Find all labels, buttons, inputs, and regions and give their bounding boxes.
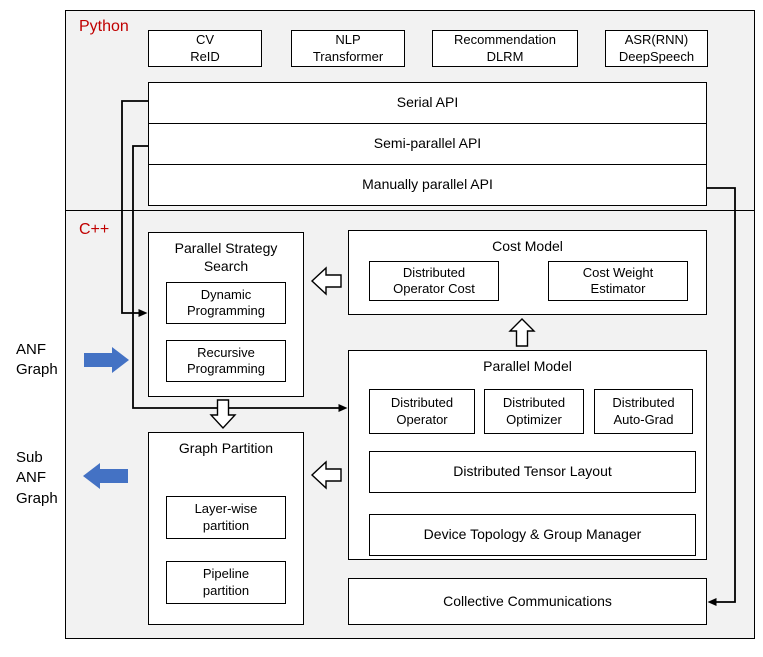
cpp-section-label: C++ xyxy=(79,221,110,238)
parallel-model-panel: Parallel Model Distributed Operator Dist… xyxy=(348,350,707,560)
sub-anf-graph-label: Sub ANF Graph xyxy=(16,449,58,507)
distributed-tensor-layout-bar: Distributed Tensor Layout xyxy=(369,451,696,493)
device-topology-group-manager-bar: Device Topology & Group Manager xyxy=(369,514,696,556)
cost-weight-estimator-box: Cost Weight Estimator xyxy=(548,261,688,301)
dynamic-programming-box: Dynamic Programming xyxy=(166,282,286,324)
graph-partition-title: Graph Partition xyxy=(178,440,274,456)
distributed-optimizer-box: Distributed Optimizer xyxy=(484,389,584,434)
cost-model-title: Cost Model xyxy=(492,238,563,254)
parallel-model-title: Parallel Model xyxy=(483,358,572,374)
app-box-asr-deepspeech: ASR(RNN) DeepSpeech xyxy=(605,30,708,67)
parallel-strategy-search-title: Parallel Strategy Search xyxy=(174,240,278,274)
manually-parallel-api-bar: Manually parallel API xyxy=(148,164,707,206)
app-box-cv-reid: CV ReID xyxy=(148,30,262,67)
parallel-strategy-search-panel: Parallel Strategy Search Dynamic Program… xyxy=(148,232,304,397)
distributed-operator-box: Distributed Operator xyxy=(369,389,475,434)
app-box-nlp-transformer: NLP Transformer xyxy=(291,30,405,67)
cost-model-panel: Cost Model Distributed Operator Cost Cos… xyxy=(348,230,707,315)
distributed-auto-grad-box: Distributed Auto-Grad xyxy=(594,389,693,434)
anf-graph-label: ANF Graph xyxy=(16,341,58,379)
distributed-operator-cost-box: Distributed Operator Cost xyxy=(369,261,499,301)
serial-api-bar: Serial API xyxy=(148,82,707,124)
collective-communications-bar: Collective Communications xyxy=(348,578,707,625)
app-box-recommendation-dlrm: Recommendation DLRM xyxy=(432,30,578,67)
layer-wise-partition-box: Layer-wise partition xyxy=(166,496,286,539)
recursive-programming-box: Recursive Programming xyxy=(166,340,286,382)
python-section-label: Python xyxy=(79,18,129,35)
semi-parallel-api-bar: Semi-parallel API xyxy=(148,123,707,165)
pipeline-partition-box: Pipeline partition xyxy=(166,561,286,604)
graph-partition-panel: Graph Partition Layer-wise partition Pip… xyxy=(148,432,304,625)
